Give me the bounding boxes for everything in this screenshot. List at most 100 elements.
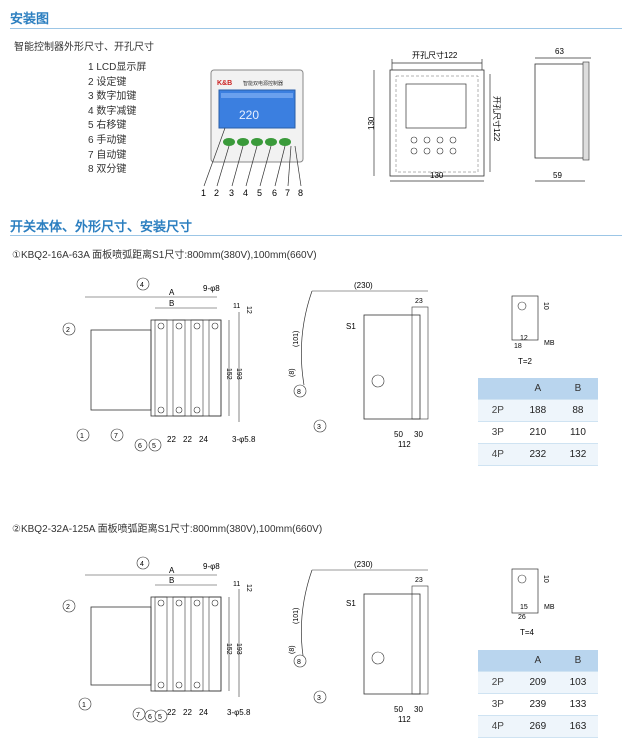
table-cell: 239 xyxy=(517,693,558,716)
table-header-cell xyxy=(478,650,518,672)
callout-label: 5 xyxy=(257,188,262,198)
dim-24: 24 xyxy=(199,708,208,717)
table-row: 3P 239 133 xyxy=(478,693,598,716)
switch-body xyxy=(150,596,222,692)
dim-hole: 9-φ8 xyxy=(203,562,220,571)
legend-item: 2 设定键 xyxy=(88,76,127,88)
legend-item: 3 数字加键 xyxy=(88,91,137,103)
callout-label: 1 xyxy=(80,433,84,440)
right-key-icon xyxy=(265,138,277,146)
manual-key-icon xyxy=(279,138,291,146)
operating-mechanism xyxy=(90,606,152,686)
switch-body xyxy=(150,319,222,417)
table-cell: 3P xyxy=(478,421,518,444)
width-dimension: 130 xyxy=(430,171,444,180)
callout-label: 5 xyxy=(158,714,162,721)
callout-label: 4 xyxy=(243,188,248,198)
front-bezel xyxy=(582,61,590,161)
callout-label: 4 xyxy=(140,561,144,568)
table-cell: 209 xyxy=(517,671,558,694)
model-caption: ②KBQ2-32A-125A 面板喷弧距离S1尺寸:800mm(380V),10… xyxy=(12,524,323,535)
terminal-detail-drawing: 10 15 26 MB T=4 xyxy=(511,568,555,637)
switch-side-body xyxy=(363,314,421,420)
dim-hole: 9-φ8 xyxy=(203,284,220,293)
section-divider xyxy=(10,28,622,29)
brand-logo: K&B xyxy=(217,80,232,87)
lcd-outline xyxy=(405,83,467,129)
minus-key-icon xyxy=(251,138,263,146)
table-cell: 2P xyxy=(478,399,518,422)
callout-label: 5 xyxy=(152,443,156,450)
dim-11: 11 xyxy=(233,303,240,310)
table-cell: 133 xyxy=(557,693,598,716)
callout-label: 2 xyxy=(214,188,219,198)
dim-101: (101) xyxy=(293,331,300,347)
dim-B: B xyxy=(169,576,174,585)
lcd-status-row xyxy=(221,93,293,98)
legend-item: 6 手动键 xyxy=(88,134,127,146)
callout-label: 7 xyxy=(114,433,118,440)
legend-item: 8 双分键 xyxy=(88,164,127,176)
callout-label: 6 xyxy=(272,188,277,198)
dim-30: 30 xyxy=(414,705,423,714)
switch-front-drawing: A B 9-φ8 11 12 152 193 22 22 24 3-φ5.8 2… xyxy=(62,277,256,452)
table-row: 2P 188 88 xyxy=(478,399,598,422)
table-cell: 110 xyxy=(557,421,598,444)
dim-18: 18 xyxy=(514,343,522,350)
table-cell: 188 xyxy=(517,399,558,422)
dim-15: 15 xyxy=(520,604,528,611)
dimension-table: A B 2P 209 103 3P 239 133 4P 269 163 xyxy=(478,650,598,738)
table-cell: 88 xyxy=(557,399,598,422)
table-cell: 4P xyxy=(478,715,518,738)
dim-22b: 22 xyxy=(183,435,192,444)
dim-S1: S1 xyxy=(346,322,356,331)
callout-label: 7 xyxy=(285,188,290,198)
controller-outline xyxy=(389,69,485,177)
table-row: 4P 232 132 xyxy=(478,443,598,466)
callout-label: 3 xyxy=(229,188,234,198)
dim-152: 152 xyxy=(225,643,232,655)
dim-193: 193 xyxy=(235,643,242,655)
legend-item: 7 自动键 xyxy=(88,149,127,161)
section-subtitle: 智能控制器外形尺寸、开孔尺寸 xyxy=(14,42,154,53)
dimension-table: A B 2P 188 88 3P 210 110 4P 232 132 xyxy=(478,378,598,466)
dim-B: B xyxy=(169,299,174,308)
table-cell: 103 xyxy=(557,671,598,694)
table-header-cell: B xyxy=(557,650,598,672)
front-panel-drawing: 开孔尺寸122 130 开孔尺寸122 130 xyxy=(367,50,502,182)
callout-label: 3 xyxy=(317,424,321,431)
handle-swing-arc xyxy=(301,290,313,386)
table-cell: 210 xyxy=(517,421,558,444)
callout-label: 6 xyxy=(138,443,142,450)
terminal-detail-drawing: 10 18 12 MB T=2 xyxy=(511,295,555,366)
terminal-outline xyxy=(511,295,539,341)
dim-12b: 12 xyxy=(520,335,528,342)
table-header-cell: B xyxy=(557,378,598,400)
dim-10: 10 xyxy=(542,575,549,583)
table-row: 4P 269 163 xyxy=(478,715,598,738)
dim-12: 12 xyxy=(245,306,252,314)
callout-label: 8 xyxy=(298,188,303,198)
height-dimension: 130 xyxy=(367,116,376,130)
table-header-cell xyxy=(478,378,518,400)
dim-22a: 22 xyxy=(167,435,176,444)
body-dimension: 59 xyxy=(553,171,562,180)
table-cell: 163 xyxy=(557,715,598,738)
legend-item: 5 右移键 xyxy=(88,120,127,132)
setting-key-icon xyxy=(223,138,235,146)
table-header-cell: A xyxy=(517,378,558,400)
callout-label: 7 xyxy=(136,712,140,719)
dim-A: A xyxy=(169,566,175,575)
section-title-installation: 安装图 xyxy=(10,11,50,26)
legend-item: 1 LCD显示屏 xyxy=(88,62,147,73)
table-header-cell: A xyxy=(517,650,558,672)
dim-12: 12 xyxy=(245,584,252,592)
dim-112: 112 xyxy=(398,440,411,449)
model-caption: ①KBQ2-16A-63A 面板喷弧距离S1尺寸:800mm(380V),100… xyxy=(12,250,317,261)
operating-mechanism xyxy=(90,329,152,411)
switch-front-drawing: A B 9-φ8 11 12 152 193 22 22 24 3-φ5.8 2… xyxy=(62,556,252,723)
dim-26: 26 xyxy=(518,614,526,621)
dim-50: 50 xyxy=(394,430,403,439)
terminal-outline xyxy=(511,568,539,614)
dim-10: 10 xyxy=(542,302,549,310)
